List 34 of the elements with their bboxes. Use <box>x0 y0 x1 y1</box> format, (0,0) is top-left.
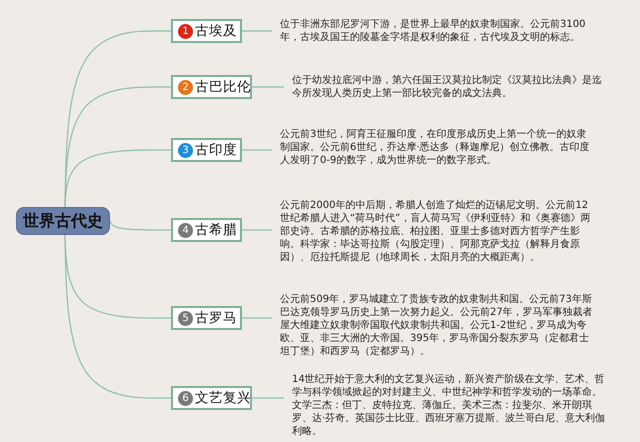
number-badge: 6 <box>178 390 193 406</box>
connector-line <box>64 149 171 208</box>
topic-label: 古印度 <box>195 141 237 159</box>
topic-box <box>171 138 242 162</box>
number-badge: 1 <box>178 24 193 38</box>
topic-label: 文艺复兴 <box>195 389 251 407</box>
description-text: 位于幼发拉底河中游，第六任国王汉莫拉比制定《汉莫拉比法典》是迄今所发现人类历史上第一部比较完备的成文法典。 <box>284 74 606 104</box>
topic-label: 古埃及 <box>195 22 237 40</box>
connector-line <box>252 86 284 88</box>
description-text: 公元前509年，罗马城建立了贵族专政的奴隶制共和国。公元前73年斯巴达克领导罗马历史上第一次努力起义。公元前27年，罗马军事独裁者屋大维建立奴隶制帝国取代奴隶制共和国。公元1-2世纪，罗马成为夸欧、亚、非三大洲的大帝国。395年，罗马帝国分裂东罗马（定都君士坦丁堡）和西罗马（定都罗马）。 <box>272 293 594 358</box>
connector-line <box>242 30 272 32</box>
number-badge: 3 <box>178 142 193 158</box>
topic-box <box>171 306 242 330</box>
connector-line <box>242 317 272 319</box>
number-badge: 4 <box>178 222 193 238</box>
root-topic-box: 世界古代史 <box>16 207 110 235</box>
topic-box <box>171 75 252 99</box>
description-text: 14世纪开始于意大利的文艺复兴运动，新兴资产阶级在文学、艺术、哲学与科学领域掀起的对封建主义、中世纪神学和哲学发动的一场革命。文学三杰：但丁、皮特拉克、薄伽丘。美术三杰：拉斐尔、米开朗琪罗、达·芬奇。英国莎士比亚、西班牙塞万提斯、波兰哥白尼、意大利伽利略。 <box>284 373 606 438</box>
topic-box <box>171 386 252 410</box>
connector-line <box>252 397 284 399</box>
connector-line <box>109 220 171 231</box>
topic-label: 古希腊 <box>195 221 237 239</box>
connector-line <box>242 229 272 231</box>
description-text: 公元前2000年的中后期，希腊人创造了灿烂的迈锡尼文明。公元前12世纪希腊人进入“荷马时代”，盲人荷马写《伊利亚特》和《奥赛德》两部史诗。古希腊的苏格拉底、柏拉图、亚里士多德对西方哲学产生影响。科学家：毕达哥拉斯（勾股定理）、阿那克萨戈拉（解释月食原因）、厄拉托斯提尼（地球周长，太阳月亮的大概距离）。 <box>272 199 594 269</box>
topic-label: 古罗马 <box>195 309 237 327</box>
topic-box <box>171 19 242 43</box>
topic-box <box>171 218 242 242</box>
number-badge: 2 <box>178 80 193 94</box>
description-text: 公元前3世纪，阿育王征服印度，在印度形成历史上第一个统一的奴隶制国家。公元前6世纪，乔达摩·悉达多（释迦摩尼）创立佛教。古印度人发明了0-9的数字，成为世界统一的数字形式。 <box>272 128 594 170</box>
connector-line <box>242 149 272 151</box>
topic-label: 古巴比伦 <box>195 78 251 96</box>
description-text: 位于非洲东部尼罗河下游，是世界上最早的奴隶制国家。公元前3100年，古埃及国王的陵墓金字塔是权利的象征，古代埃及文明的标志。 <box>272 18 594 48</box>
number-badge: 5 <box>178 310 193 326</box>
connector-line <box>64 234 171 399</box>
